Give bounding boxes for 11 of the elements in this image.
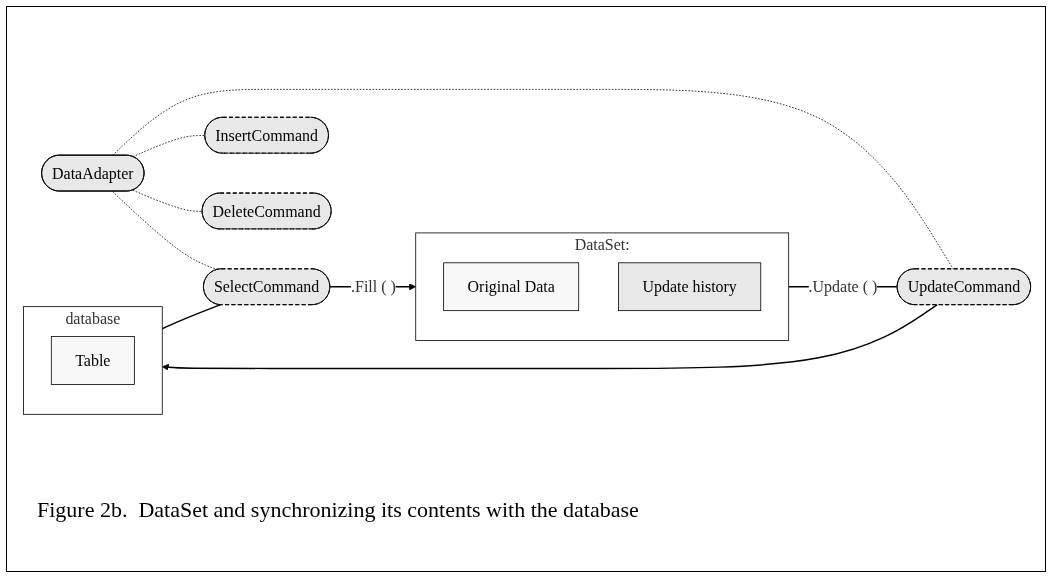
node-box: Table — [50, 336, 135, 385]
edge-label: .Update ( ) — [808, 278, 878, 296]
connector — [111, 89, 954, 270]
node-box: Update history — [618, 262, 762, 312]
connector — [111, 191, 219, 271]
arrow — [161, 304, 939, 371]
connector — [132, 135, 206, 158]
node-box: Original Data — [443, 262, 580, 312]
figure-caption: Figure 2b. DataSet and synchronizing its contents with the database — [37, 497, 639, 523]
edge-label: .Fill ( ) — [351, 278, 396, 296]
connector — [161, 304, 222, 330]
